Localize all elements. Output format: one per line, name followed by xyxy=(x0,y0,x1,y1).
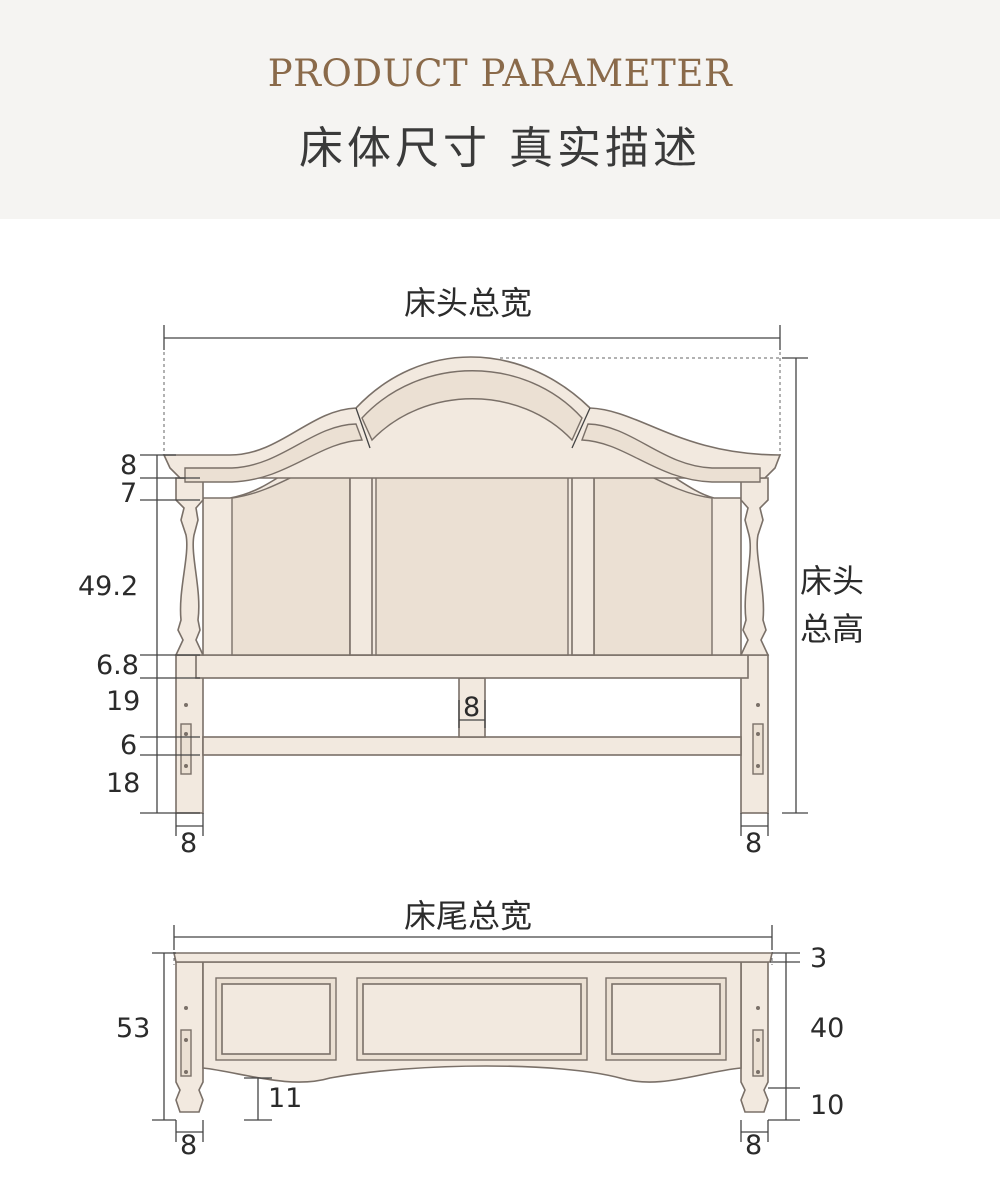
dim-footboard-leg-left: 8 xyxy=(180,1130,198,1161)
footboard-height-dimline xyxy=(152,952,176,1121)
header-banner: PRODUCT PARAMETER 床体尺寸 真实描述 xyxy=(0,0,1000,219)
footboard-left-leg-dim xyxy=(175,1120,204,1142)
headboard-left-panel xyxy=(231,457,351,656)
headboard-height-dimline xyxy=(782,357,808,814)
headboard-right-stile xyxy=(571,451,595,656)
headboard-left-leg-dim xyxy=(175,813,204,836)
headboard-right-crown-band xyxy=(581,423,761,483)
left-leg-slot xyxy=(180,723,192,775)
dim-top-rail: 7 xyxy=(120,478,138,509)
headboard-mid-rail xyxy=(195,654,749,679)
dim-footboard-leg-right: 8 xyxy=(745,1130,763,1161)
footboard-left-slot xyxy=(180,1029,192,1077)
dim-post-turned: 49.2 xyxy=(78,571,139,602)
dim-footboard-panel: 40 xyxy=(810,1013,845,1044)
headboard-right-post xyxy=(739,477,770,656)
dim-center-support: 8 xyxy=(463,692,481,723)
headboard-width-dimline xyxy=(163,325,781,350)
headboard-height-label-1: 床头 xyxy=(800,562,865,600)
dim-headboard-leg-left: 8 xyxy=(180,828,198,859)
headboard-lower-rail xyxy=(202,736,742,756)
right-leg-slot xyxy=(752,723,764,775)
center-support-dim xyxy=(458,700,486,728)
headboard-left-dimstack xyxy=(140,454,200,814)
dim-footboard-foot: 10 xyxy=(810,1090,845,1121)
dim-footboard-apron: 11 xyxy=(268,1083,303,1114)
headboard-left-stile xyxy=(349,451,373,656)
footboard-width-dimline xyxy=(173,925,773,950)
footboard-right-leg-dim xyxy=(740,1120,769,1142)
dim-leg: 18 xyxy=(106,768,141,799)
footboard-top-cap xyxy=(173,952,773,963)
headboard-width-label: 床头总宽 xyxy=(404,284,533,322)
headboard-right-leg-dim xyxy=(740,813,769,836)
header-title-en: PRODUCT PARAMETER xyxy=(267,52,733,95)
footboard-width-label: 床尾总宽 xyxy=(404,897,533,935)
dim-footboard-top-cap: 3 xyxy=(810,943,828,974)
footboard-right-dimstack xyxy=(768,952,800,1121)
footboard-right-slot xyxy=(752,1029,764,1077)
headboard-center-crown-band xyxy=(361,370,583,442)
headboard-left-crown-band xyxy=(184,423,363,483)
headboard-height-label-2: 总高 xyxy=(800,610,865,648)
dim-low-rail: 6 xyxy=(120,730,138,761)
footboard-apron-dim xyxy=(244,1077,272,1121)
header-title-zh: 床体尺寸 真实描述 xyxy=(299,123,701,174)
dim-headboard-leg-right: 8 xyxy=(745,828,763,859)
headboard-right-panel xyxy=(593,457,713,656)
dim-footboard-total-height: 53 xyxy=(116,1013,151,1044)
headboard-bounding-dashes xyxy=(163,340,781,455)
dim-upper-gap: 19 xyxy=(106,686,141,717)
footboard-drawing xyxy=(152,925,800,1142)
dim-top-cap: 8 xyxy=(120,450,138,481)
headboard-drawing xyxy=(140,325,808,836)
headboard-left-post xyxy=(174,477,205,656)
dim-mid-rail: 6.8 xyxy=(96,650,139,681)
